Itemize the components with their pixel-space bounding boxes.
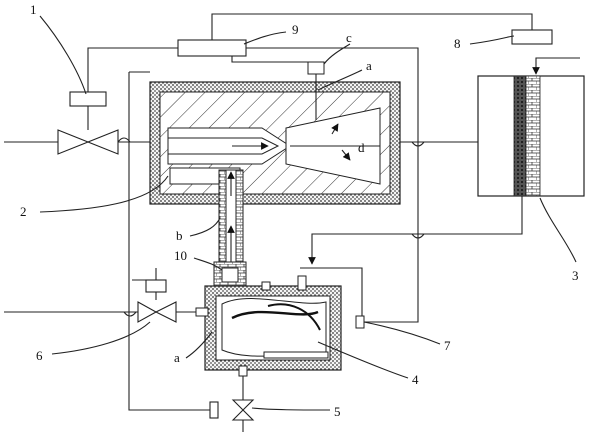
leader-lines (39, 15, 577, 411)
sensor-c (307, 61, 325, 120)
upper-reactor (149, 81, 401, 205)
labels: 1 2 3 4 5 6 7 8 9 10 a a b c d (20, 2, 579, 419)
controller-8 (511, 29, 553, 45)
membrane-device-3 (477, 75, 585, 197)
label-2: 2 (20, 204, 27, 219)
label-4: 4 (412, 372, 419, 387)
label-6: 6 (36, 348, 43, 363)
label-5: 5 (334, 404, 341, 419)
label-10: 10 (174, 248, 187, 263)
label-a-bottom: a (174, 350, 180, 365)
controller-9 (177, 39, 247, 57)
part-10 (213, 261, 247, 287)
label-c: c (346, 30, 352, 45)
label-7: 7 (444, 338, 451, 353)
label-1: 1 (30, 2, 37, 17)
label-b: b (176, 228, 183, 243)
pipelines (4, 13, 580, 432)
label-d: d (358, 140, 365, 155)
riser-tube-b (218, 169, 244, 271)
lower-chamber-4 (195, 275, 365, 377)
valve-1 (57, 91, 119, 155)
valve-5 (209, 399, 255, 421)
label-a-top: a (366, 58, 372, 73)
label-9: 9 (292, 22, 299, 37)
label-8: 8 (454, 36, 461, 51)
valve-6 (137, 279, 177, 323)
label-3: 3 (572, 268, 579, 283)
